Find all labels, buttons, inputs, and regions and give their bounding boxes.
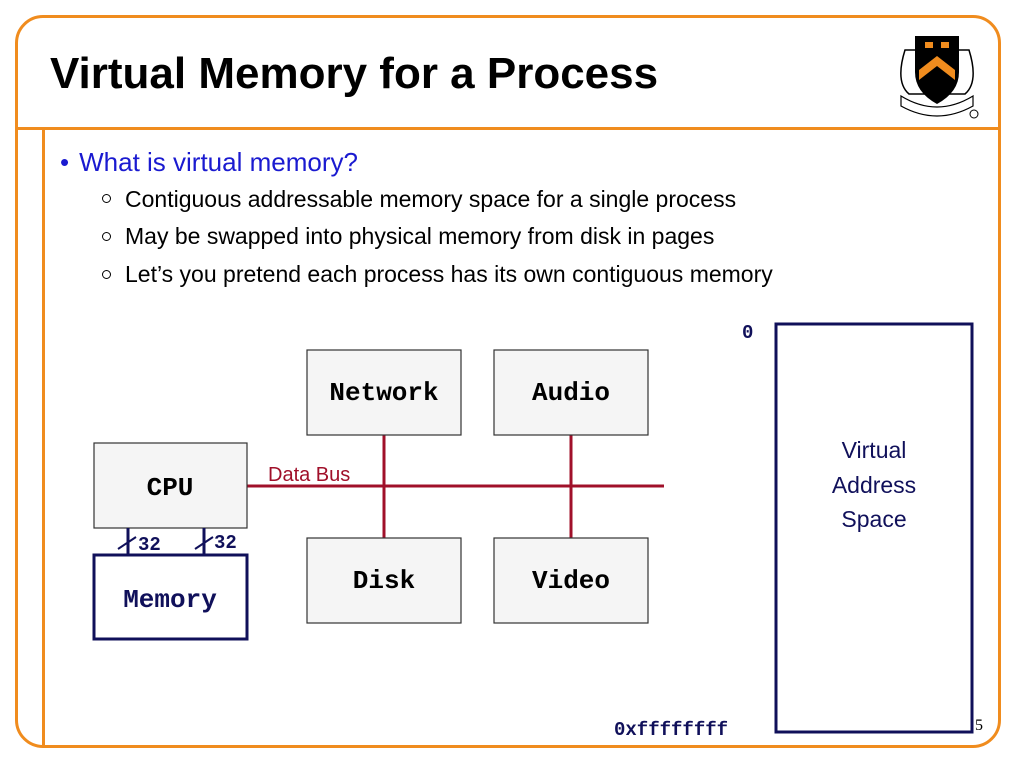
bullet-main-text: What is virtual memory?	[79, 147, 358, 177]
disk-label: Disk	[353, 566, 415, 596]
bullet-list: •What is virtual memory? Contiguous addr…	[60, 148, 773, 290]
bus-width-left-label: 32	[138, 534, 161, 556]
sub-bullet-text: Let’s you pretend each process has its o…	[125, 261, 773, 288]
video-label: Video	[532, 566, 610, 596]
vas-label-line-3: Space	[841, 506, 906, 532]
bullet-main: •What is virtual memory?	[60, 147, 358, 177]
memory-label: Memory	[123, 585, 217, 615]
vas-label-line-1: Virtual	[842, 437, 907, 463]
bus-width-right-label: 32	[214, 532, 237, 554]
sub-bullet-text: Contiguous addressable memory space for …	[125, 185, 737, 212]
address-top-label: 0	[742, 322, 753, 344]
slide-title: Virtual Memory for a Process	[50, 49, 659, 98]
sub-bullet: Let’s you pretend each process has its o…	[102, 260, 773, 290]
network-box	[306, 349, 462, 436]
audio-label: Audio	[532, 378, 610, 408]
sub-bullet: Contiguous addressable memory space for …	[102, 185, 773, 215]
sub-bullet-text: May be swapped into physical memory from…	[125, 223, 715, 250]
network-label: Network	[329, 378, 438, 408]
title-separator	[15, 127, 1001, 130]
cpu-box	[93, 442, 248, 529]
memory-box	[92, 553, 249, 641]
sub-bullet-icon	[102, 231, 111, 241]
data-bus-label: Data Bus	[268, 464, 350, 486]
disk-box	[306, 537, 462, 624]
slide-frame	[15, 15, 1001, 748]
vas-label-line-2: Address	[832, 472, 916, 498]
cpu-label: CPU	[147, 473, 194, 503]
address-bottom-label: 0xffffffff	[614, 719, 728, 741]
sub-bullet: May be swapped into physical memory from…	[102, 222, 773, 252]
sub-bullet-icon	[102, 194, 111, 204]
sub-bullet-icon	[102, 269, 111, 279]
video-box	[493, 537, 649, 624]
page-number: 5	[975, 717, 983, 734]
left-accent-line	[42, 127, 45, 748]
virtual-address-space-box	[774, 322, 974, 734]
shield-logo-icon	[900, 36, 979, 119]
bus-width-tick-right	[194, 536, 214, 550]
bus-width-tick-left	[117, 536, 137, 550]
audio-box	[493, 349, 649, 436]
